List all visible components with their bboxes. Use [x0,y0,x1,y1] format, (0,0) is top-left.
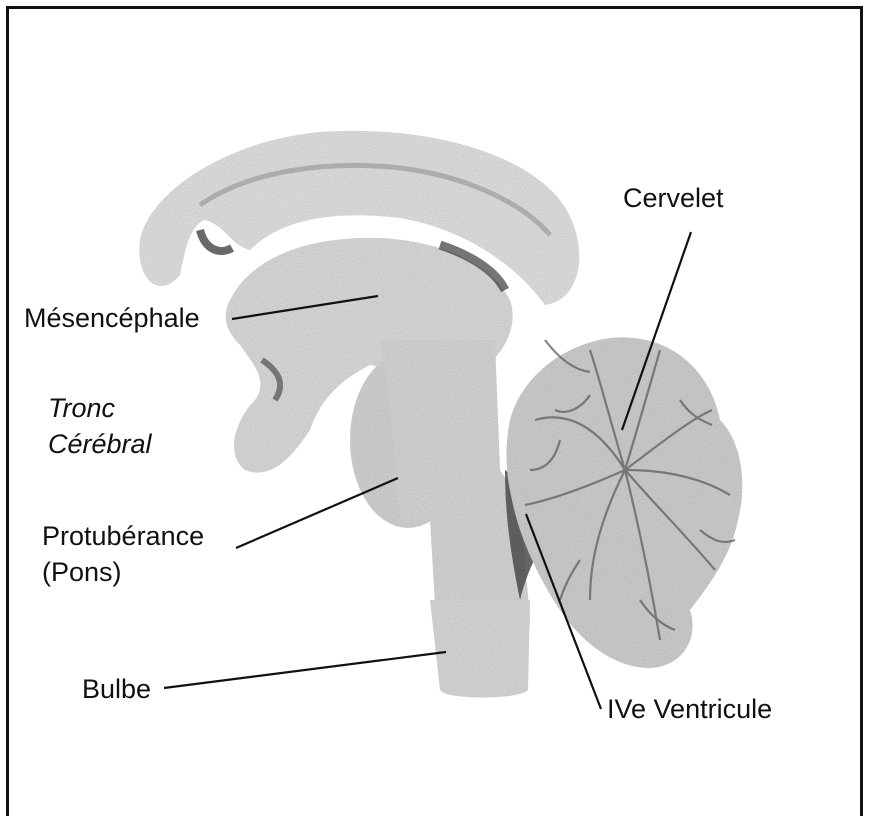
cerebellum-shape [506,337,742,668]
label-tronc: Tronc [48,392,115,424]
medulla-shape [430,600,530,698]
label-cerebral: Cérébral [48,428,152,460]
label-bulbe: Bulbe [82,673,151,705]
leader-bulbe [164,652,446,688]
leader-protuberance [236,478,398,548]
label-pons: (Pons) [42,556,122,588]
label-protuberance: Protubérance [42,520,204,552]
label-mesencephale: Mésencéphale [24,302,200,334]
label-cervelet: Cervelet [623,182,724,214]
label-ventricule: IVe Ventricule [607,693,772,725]
